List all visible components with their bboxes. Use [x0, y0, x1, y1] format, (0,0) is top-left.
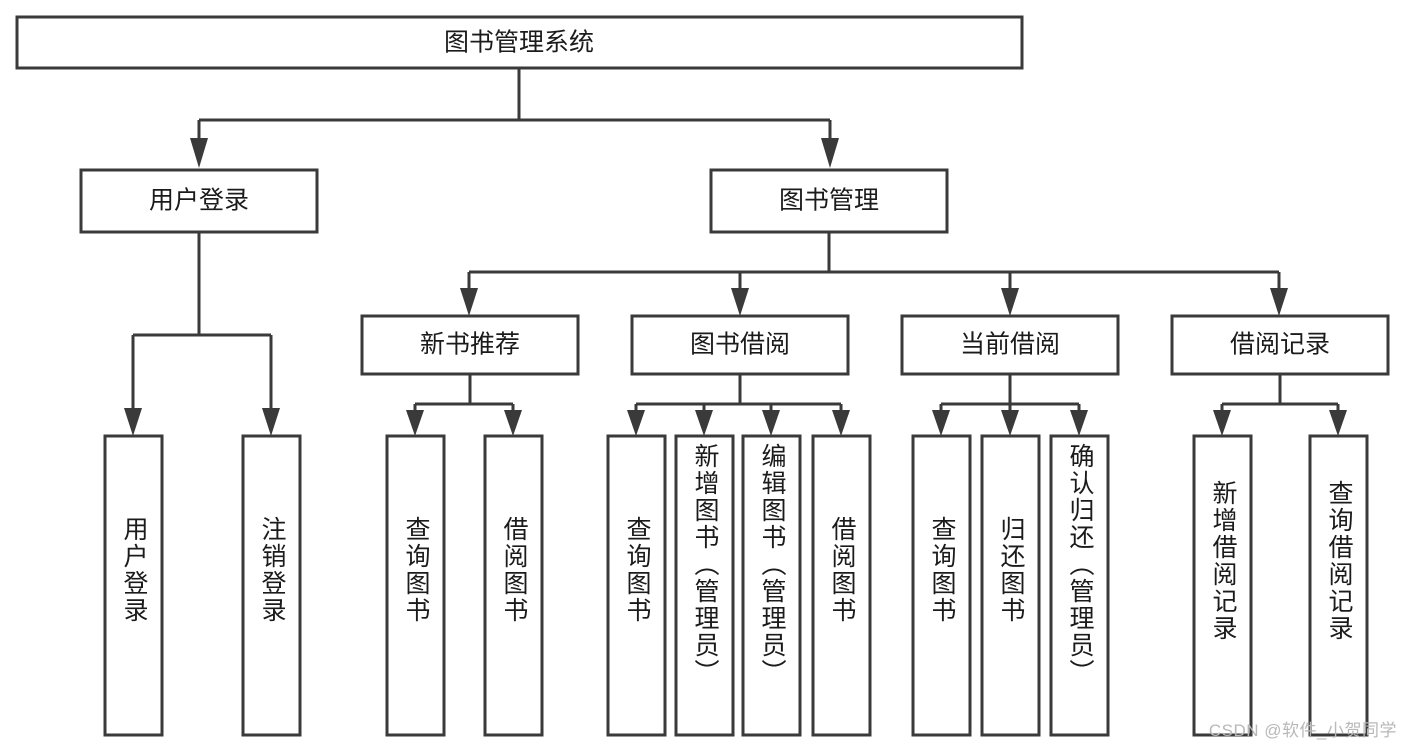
node-book-management[interactable]: 图书管理	[709, 168, 949, 234]
arrow-head-icon	[832, 410, 850, 436]
arrow-head-icon	[504, 410, 522, 436]
node-new-book-recommend[interactable]: 新书推荐	[360, 314, 580, 376]
arrow-head-icon	[731, 288, 749, 316]
connector-root-to-level2	[190, 68, 839, 168]
connector-user-login-to-leaves	[124, 232, 280, 436]
leaf-box-logout-login[interactable]	[241, 434, 302, 737]
leaf-box-edit-book-admin[interactable]	[741, 434, 802, 737]
arrow-head-icon	[460, 288, 478, 316]
leaf-box-query-book-1[interactable]	[385, 434, 446, 737]
arrow-head-icon	[1001, 410, 1019, 436]
node-root-box[interactable]	[15, 15, 1024, 70]
node-current-borrow-box[interactable]	[900, 314, 1120, 376]
leaf-box-query-book-3[interactable]	[911, 434, 972, 737]
leaf-box-confirm-return-admin[interactable]	[1049, 434, 1110, 737]
arrow-head-icon	[932, 410, 950, 436]
node-book-management-label: 图书管理	[779, 187, 879, 215]
leaf-box-add-borrow-record[interactable]	[1192, 434, 1253, 737]
leaf-box-return-book[interactable]	[980, 434, 1041, 737]
leaf-box-query-borrow-record[interactable]	[1308, 434, 1369, 737]
arrow-head-icon	[1329, 410, 1347, 436]
node-user-login[interactable]: 用户登录	[79, 168, 319, 234]
node-root-label: 图书管理系统	[444, 29, 594, 57]
connector-book-borrow-to-leaves	[627, 374, 850, 436]
arrow-head-icon	[1001, 288, 1019, 316]
leaf-box-borrow-book-2[interactable]	[811, 434, 872, 737]
leaf-box-query-book-2[interactable]	[606, 434, 667, 737]
node-current-borrow-label: 当前借阅	[960, 331, 1060, 359]
node-book-borrow[interactable]: 图书借阅	[630, 314, 850, 376]
arrow-head-icon	[695, 410, 713, 436]
connector-new-book-recommend-to-leaves	[406, 374, 522, 436]
node-user-login-box[interactable]	[79, 168, 319, 234]
connector-borrow-record-to-leaves	[1213, 374, 1347, 436]
arrow-head-icon	[1213, 410, 1231, 436]
leaf-box-user-login[interactable]	[103, 434, 164, 737]
arrow-head-icon	[124, 408, 142, 436]
arrow-head-icon	[262, 408, 280, 436]
node-root[interactable]: 图书管理系统	[15, 15, 1024, 70]
arrow-head-icon	[190, 138, 208, 168]
leaf-box-add-book-admin[interactable]	[674, 434, 735, 737]
arrow-head-icon	[821, 138, 839, 168]
arrow-head-icon	[627, 410, 645, 436]
node-current-borrow[interactable]: 当前借阅	[900, 314, 1120, 376]
csdn-watermark: CSDN @软件_小贺同学	[1208, 721, 1397, 740]
node-book-borrow-label: 图书借阅	[690, 331, 790, 359]
arrow-head-icon	[1270, 288, 1288, 316]
connector-current-borrow-to-leaves	[932, 374, 1088, 436]
node-borrow-record[interactable]: 借阅记录	[1170, 314, 1390, 376]
node-user-login-label: 用户登录	[149, 187, 249, 215]
connector-book-management-to-level3	[460, 232, 1288, 316]
node-new-book-recommend-label: 新书推荐	[420, 331, 520, 359]
node-borrow-record-label: 借阅记录	[1230, 331, 1330, 359]
node-new-book-recommend-box[interactable]	[360, 314, 580, 376]
arrow-head-icon	[406, 410, 424, 436]
leaf-box-borrow-book-1[interactable]	[483, 434, 544, 737]
arrow-head-icon	[1070, 410, 1088, 436]
arrow-head-icon	[762, 410, 780, 436]
